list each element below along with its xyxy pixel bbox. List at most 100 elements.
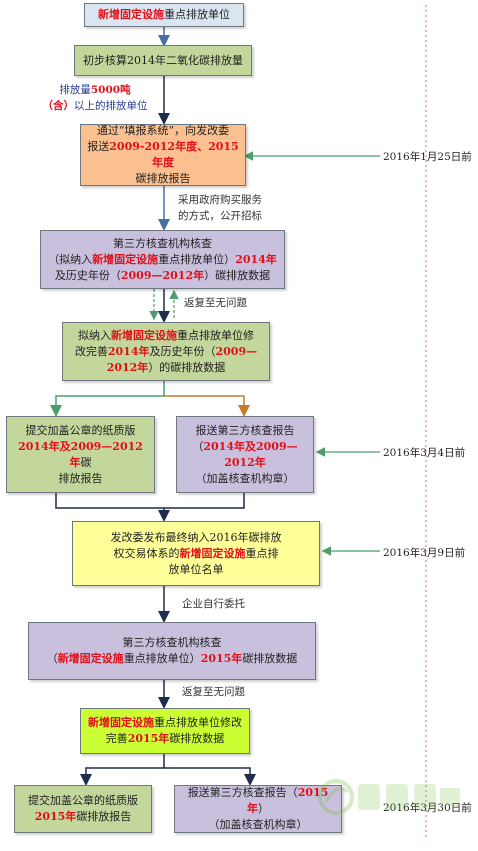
box-text-line: （拟纳入新增固定设施重点排放单位）2014年 xyxy=(48,252,277,268)
highlighted-text: 2014年 xyxy=(235,252,277,266)
box-text: 发改委发布最终纳入2016年碳排放 xyxy=(110,530,282,544)
box-text-line: 2014年及2009—2012年碳 xyxy=(13,439,148,471)
date-mar-9: 2016年3月9日前 xyxy=(383,547,466,559)
box-text: 提交加盖公章的纸质版 xyxy=(28,794,138,807)
box-text: 改完善 xyxy=(74,344,108,358)
box-text: （加盖核查机构章） xyxy=(208,818,308,831)
box-text: 重点排放单位 xyxy=(164,8,230,21)
date-mar-30: 2016年3月30日前 xyxy=(383,800,472,815)
box-third-party-verification: 第三方核查机构核查（拟纳入新增固定设施重点排放单位）2014年及历史年份（200… xyxy=(40,230,285,289)
box-text: 碳排放数据 xyxy=(169,732,225,745)
arrow-b10-b11 xyxy=(80,754,165,786)
box-text-line: 拟纳入新增固定设施重点排放单位修 xyxy=(78,328,254,344)
highlighted-text: 2009— xyxy=(215,344,258,358)
note-self-commission: 企业自行委托 xyxy=(182,598,245,610)
box-preliminary-accounting: 初步核算2014年二氧化碳排放量 xyxy=(74,45,252,76)
box-text-line: 及历史年份（2009—2012年）碳排放数据 xyxy=(55,268,270,284)
box-text-line: 通过“填报系统”，向发改委 xyxy=(97,123,229,139)
box-text-line: （新增固定设施重点排放单位）2015年碳排放数据 xyxy=(47,651,298,667)
box-text: 完善 xyxy=(105,732,128,745)
box-text-line: 排放报告 xyxy=(59,471,103,487)
box-text: 第三方核查机构核查 xyxy=(122,636,222,649)
box-text: 碳排放数据 xyxy=(242,652,298,665)
box-text: （ xyxy=(192,439,204,453)
note-threshold-inclusive: （含） xyxy=(42,100,75,112)
box-third-party-report: 报送第三方核查报告 （2014年及2009—2012年 （加盖核查机构章） xyxy=(176,416,314,493)
box-third-party-report-2015: 报送第三方核查报告（2015年）（加盖核查机构章） xyxy=(174,785,342,833)
box-text-line: 放单位名单 xyxy=(169,562,224,578)
note-return-2: 返复至无问题 xyxy=(182,686,245,698)
box-text: （ xyxy=(46,652,58,665)
note-government-procurement: 采用政府购买服务 的方式，公开招标 xyxy=(178,192,288,224)
box-text: 重点排放单位） xyxy=(158,252,236,266)
box-text: 提交加盖公章的纸质版 xyxy=(25,423,136,437)
highlighted-text: 2009-2012年度、2015年度 xyxy=(109,140,239,169)
highlighted-text: 2015年 xyxy=(34,810,77,823)
box-text: 碳排放报告 xyxy=(135,172,191,185)
box-text-line: 2015年碳排放报告 xyxy=(35,809,132,825)
highlighted-text: 2015年 xyxy=(247,786,329,815)
highlighted-text: 新增固定设施 xyxy=(92,252,159,266)
box-new-fixed-facility: 新增固定设施重点排放单位 xyxy=(84,3,244,27)
box-text: 权交易体系的 xyxy=(113,546,180,560)
box-text-line: 权交易体系的新增固定设施重点排 xyxy=(114,546,279,562)
box-text: （拟纳入 xyxy=(48,252,93,266)
box-submit-report: 通过“填报系统”，向发改委报送2009-2012年度、2015年度碳排放报告 xyxy=(80,124,246,186)
box-text: 碳 xyxy=(80,455,92,469)
highlighted-text: 2014年及2009—2012年 xyxy=(203,439,298,469)
highlighted-text: 2015年 xyxy=(200,652,243,665)
note-procurement-line2: 的方式，公开招标 xyxy=(178,210,262,222)
box-text-line: 发改委发布最终纳入2016年碳排放 xyxy=(111,530,282,546)
box-text-line: 完善2015年碳排放数据 xyxy=(106,731,225,747)
note-threshold-units: 以上的排放单位 xyxy=(74,100,148,112)
box-text-line: 提交加盖公章的纸质版 xyxy=(28,793,138,809)
box-text-line: 报送第三方核查报告 xyxy=(196,423,295,439)
box-text: 及历史年份（ xyxy=(149,344,216,358)
box-text-line: 提交加盖公章的纸质版 xyxy=(26,423,136,439)
box-text: 及历史年份（ xyxy=(54,268,121,282)
box-text-line: （加盖核查机构章） xyxy=(209,817,308,833)
box-third-party-2015: 第三方核查机构核查 （新增固定设施重点排放单位）2015年碳排放数据 xyxy=(28,622,316,680)
arrow-b10-b12 xyxy=(164,767,256,786)
box-text-line: 碳排放报告 xyxy=(136,171,191,187)
note-emission-threshold: 排放量5000吨 （含）以上的排放单位 xyxy=(40,82,150,114)
box-text: 碳排放报告 xyxy=(76,810,132,823)
box-text-line: 改完善2014年及历史年份（2009— xyxy=(75,344,257,360)
note-procurement-line1: 采用政府购买服务 xyxy=(178,194,262,206)
box-text-line: 第三方核查机构核查 xyxy=(123,635,222,651)
box-text-line: 初步核算2014年二氧化碳排放量 xyxy=(83,53,243,69)
box-text: （加盖核查机构章） xyxy=(195,471,295,485)
note-threshold-amount: 5000吨 xyxy=(90,84,131,96)
box-text-line: 第三方核查机构核查 xyxy=(113,236,212,252)
box-text-line: 报送第三方核查报告（2015年） xyxy=(181,785,335,817)
box-text: ）的碳排放数据 xyxy=(148,360,226,374)
box-text: 报送第三方核查报告（ xyxy=(187,786,298,799)
box-ndrc-list: 发改委发布最终纳入2016年碳排放权交易体系的新增固定设施重点排放单位名单 xyxy=(72,521,320,586)
box-text: 报送第三方核查报告 xyxy=(195,423,295,437)
arrow-b6-b8 xyxy=(55,493,164,509)
box-text-line: 2012年）的碳排放数据 xyxy=(107,360,226,376)
box-revise-data: 拟纳入新增固定设施重点排放单位修改完善2014年及历史年份（2009—2012年… xyxy=(62,322,270,381)
highlighted-text: 新增固定设施 xyxy=(111,328,177,342)
date-jan-25: 2016年1月25日前 xyxy=(383,151,472,163)
highlighted-text: 新增固定设施 xyxy=(98,8,164,21)
box-text: 通过“填报系统”，向发改委 xyxy=(96,124,230,137)
watermark-logo xyxy=(316,762,466,842)
box-text: ） xyxy=(258,802,269,815)
box-text: 初步核算2014年二氧化碳排放量 xyxy=(83,53,243,67)
note-threshold-text: 排放量 xyxy=(59,84,91,96)
box-text: 放单位名单 xyxy=(168,562,224,576)
highlighted-text: 新增固定设施 xyxy=(179,546,246,560)
highlighted-text: 2014年及2009—2012年 xyxy=(18,439,143,469)
highlighted-text: 2009—2012年 xyxy=(120,268,205,282)
highlighted-text: 新增固定设施 xyxy=(57,652,124,665)
box-text: 重点排 xyxy=(245,546,279,560)
arrow-b5-b6 xyxy=(50,381,165,417)
box-text: 排放报告 xyxy=(58,471,103,485)
highlighted-text: 2014年 xyxy=(107,344,150,358)
box-text-line: 新增固定设施重点排放单位修改 xyxy=(88,715,242,731)
box-text: 重点排放单位） xyxy=(123,652,201,665)
box-text: 重点排放单位修 xyxy=(177,328,254,342)
